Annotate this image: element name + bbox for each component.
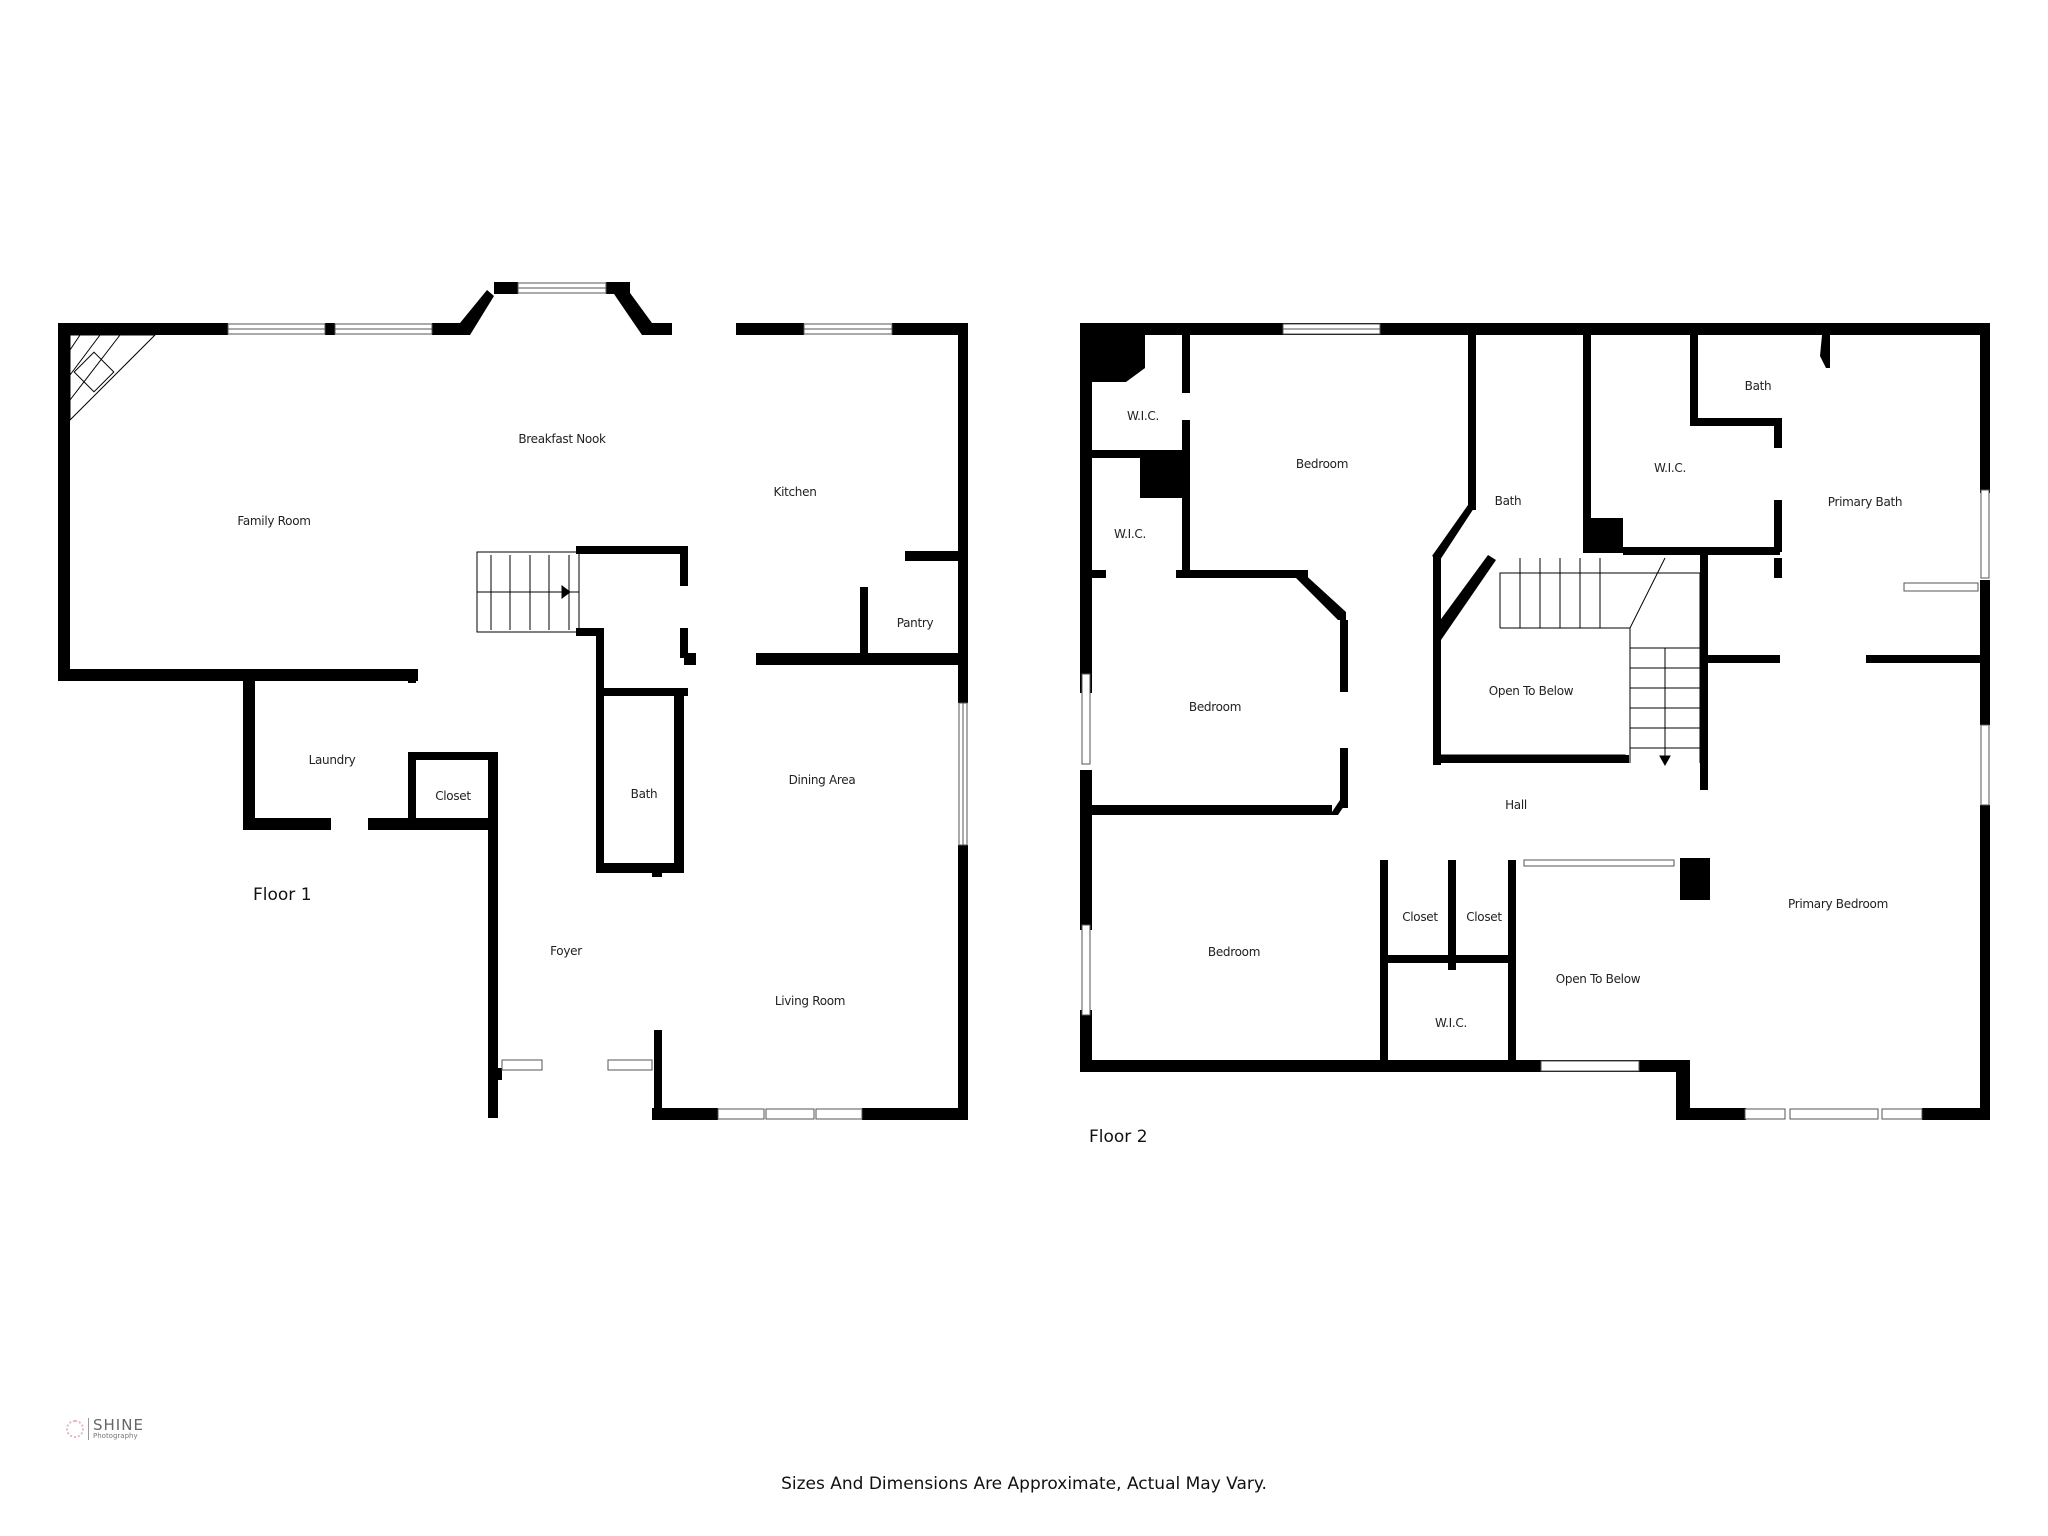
disclaimer-text: Sizes And Dimensions Are Approximate, Ac… — [781, 1474, 1267, 1494]
room-label-primary-bath: Primary Bath — [1827, 495, 1903, 509]
floor-1-walls — [58, 282, 968, 1120]
room-label-closet-2: Closet — [1466, 910, 1502, 924]
room-label-open-to-below-1: Open To Below — [1488, 684, 1574, 698]
room-label-breakfast-nook: Breakfast Nook — [518, 432, 606, 446]
room-label-wic-1: W.I.C. — [1126, 409, 1160, 423]
floor-2-label: Floor 2 — [1089, 1127, 1148, 1147]
logo-divider — [88, 1418, 89, 1440]
floor-1-fireplace — [69, 334, 157, 422]
room-label-pantry: Pantry — [896, 616, 934, 630]
shine-photography-logo: SHINE Photography — [66, 1418, 144, 1440]
floor-1-stairs — [476, 551, 580, 633]
room-label-dining-area: Dining Area — [788, 773, 856, 787]
room-label-closet: Closet — [435, 789, 471, 803]
room-label-bedroom-1: Bedroom — [1295, 457, 1349, 471]
room-label-family-room: Family Room — [237, 514, 311, 528]
room-label-kitchen: Kitchen — [773, 485, 817, 499]
room-label-bedroom-3: Bedroom — [1207, 945, 1261, 959]
logo-name: SHINE — [93, 1416, 144, 1434]
floor-2-windows — [1081, 323, 1990, 1120]
floor-1-windows — [227, 282, 968, 1120]
room-label-wic-3: W.I.C. — [1653, 461, 1687, 475]
room-label-bath-3: Bath — [1744, 379, 1772, 393]
room-label-wic-4: W.I.C. — [1434, 1016, 1468, 1030]
room-label-hall: Hall — [1505, 798, 1527, 812]
room-label-foyer: Foyer — [550, 944, 582, 958]
logo-subtitle: Photography — [93, 1432, 138, 1440]
room-label-wic-2: W.I.C. — [1113, 527, 1147, 541]
room-label-bath: Bath — [630, 787, 658, 801]
room-label-closet-1: Closet — [1402, 910, 1438, 924]
floor-2-walls — [1080, 323, 1990, 1120]
sun-icon — [66, 1420, 84, 1438]
logo-text: SHINE Photography — [93, 1418, 144, 1440]
room-label-open-to-below-2: Open To Below — [1555, 972, 1641, 986]
floor-2-stairs — [1440, 557, 1701, 767]
room-label-laundry: Laundry — [308, 753, 356, 767]
room-label-primary-bedroom: Primary Bedroom — [1788, 897, 1888, 911]
room-label-bath-2: Bath — [1494, 494, 1522, 508]
room-label-bedroom-2: Bedroom — [1188, 700, 1242, 714]
room-label-living-room: Living Room — [774, 994, 846, 1008]
floor-1-label: Floor 1 — [253, 885, 312, 905]
